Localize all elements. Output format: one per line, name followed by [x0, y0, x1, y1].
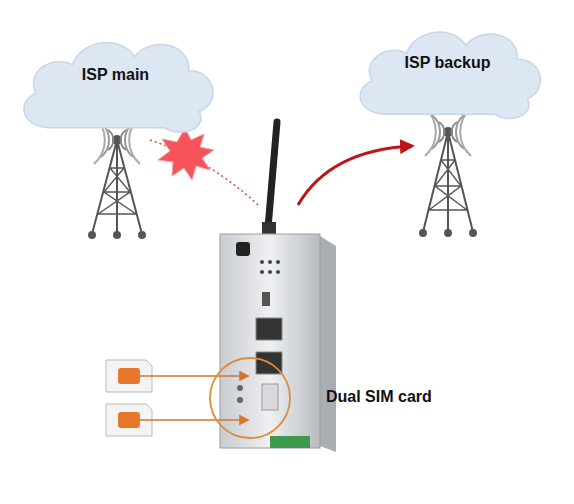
callout-label: Dual SIM card [326, 388, 432, 406]
tower-main [89, 116, 145, 238]
sim-slot-circle [210, 358, 290, 438]
cloud-shape [360, 32, 540, 118]
tower-backup [420, 108, 476, 236]
failover-arrow [298, 146, 412, 205]
sim-card [106, 360, 152, 436]
isp-cloud: ISP backup [345, 18, 550, 126]
isp-name: ISP main [82, 66, 149, 84]
isp-name: ISP backup [405, 54, 491, 72]
isp-cloud: ISP main [8, 28, 223, 140]
cloud-outline [345, 18, 550, 126]
failure-burst [158, 128, 214, 180]
cloud-outline [8, 28, 223, 140]
cloud-shape [24, 43, 213, 133]
sim-arrow [140, 372, 248, 424]
antenna-base [262, 222, 276, 234]
antenna [268, 122, 277, 228]
